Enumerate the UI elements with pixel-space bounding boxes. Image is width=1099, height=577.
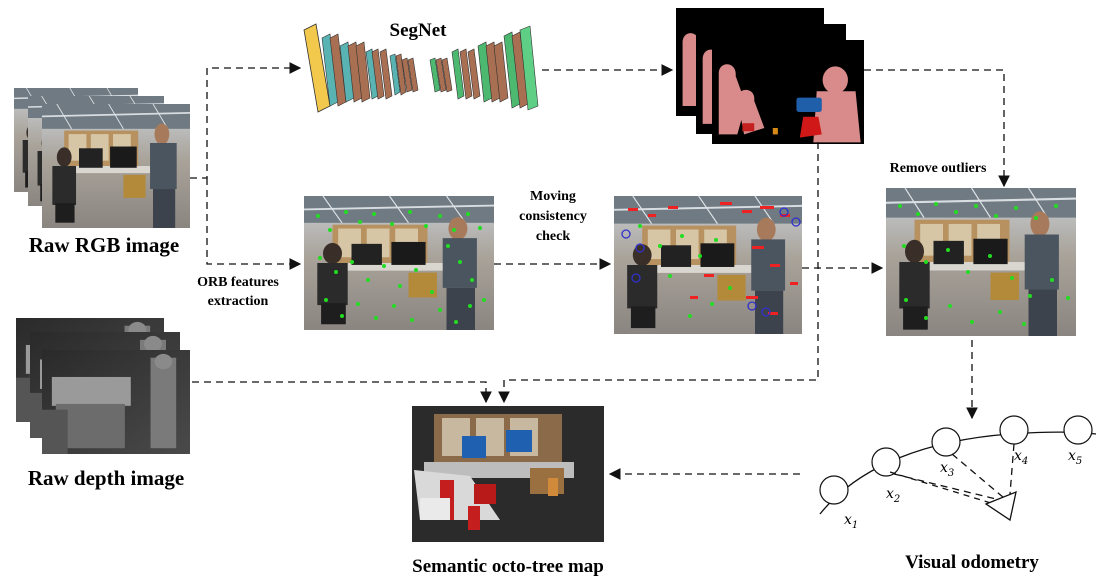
arrow-rgb-branch	[190, 62, 302, 179]
visual-odometry-label: Visual odometry	[905, 552, 1039, 573]
raw-rgb-label: Raw RGB image	[29, 233, 180, 257]
raw-rgb-image-stack	[14, 88, 190, 228]
orb-step-label-line1: ORB features	[197, 275, 279, 290]
pose-node-4	[999, 415, 1029, 445]
flow-arrows	[190, 62, 1010, 480]
orb-features-image	[304, 196, 494, 330]
moving-check-label-line2: consistency	[519, 209, 587, 224]
segmentation-mask-stack	[676, 8, 864, 144]
outlier-circles	[621, 207, 801, 317]
moving-check-label-line3: check	[536, 229, 570, 244]
pose-label-5: x5	[1068, 448, 1082, 467]
semantic-map-label: Semantic octo-tree map	[412, 556, 604, 577]
semantic-octotree-map	[412, 406, 604, 542]
pose-label-4: x4	[1014, 448, 1028, 467]
remove-outliers-image	[886, 188, 1076, 336]
segnet-encoder	[303, 23, 419, 113]
arrow-rgb-to-orb	[206, 178, 302, 270]
pose-label-1: x1	[844, 512, 858, 531]
segnet-decoder	[429, 25, 539, 111]
pose-node-1	[819, 475, 849, 505]
pose-label-2: x2	[886, 486, 900, 505]
pose-label-3: x3	[940, 460, 954, 479]
segnet-title: SegNet	[390, 20, 448, 41]
dynamic-outlier-points	[628, 202, 798, 315]
pose-node-3	[931, 427, 961, 457]
pose-node-5	[1063, 415, 1093, 445]
raw-depth-label: Raw depth image	[28, 466, 184, 490]
moving-consistency-image	[614, 196, 802, 334]
remove-outliers-label: Remove outliers	[890, 161, 987, 176]
raw-depth-image-stack	[16, 318, 190, 454]
camera-triangle	[984, 490, 1017, 522]
static-feature-points	[638, 224, 732, 318]
orb-feature-points	[316, 210, 486, 324]
visual-odometry-graph: x1 x2 x3 x4 x5	[819, 415, 1097, 531]
arrow-mask-to-remove	[864, 69, 1010, 188]
moving-check-label-line1: Moving	[530, 189, 576, 204]
pose-node-2	[871, 447, 901, 477]
arrow-depth-to-map	[192, 381, 492, 404]
inlier-feature-points	[898, 202, 1070, 326]
orb-step-label-line2: extraction	[208, 294, 269, 309]
segnet-network	[303, 23, 539, 113]
